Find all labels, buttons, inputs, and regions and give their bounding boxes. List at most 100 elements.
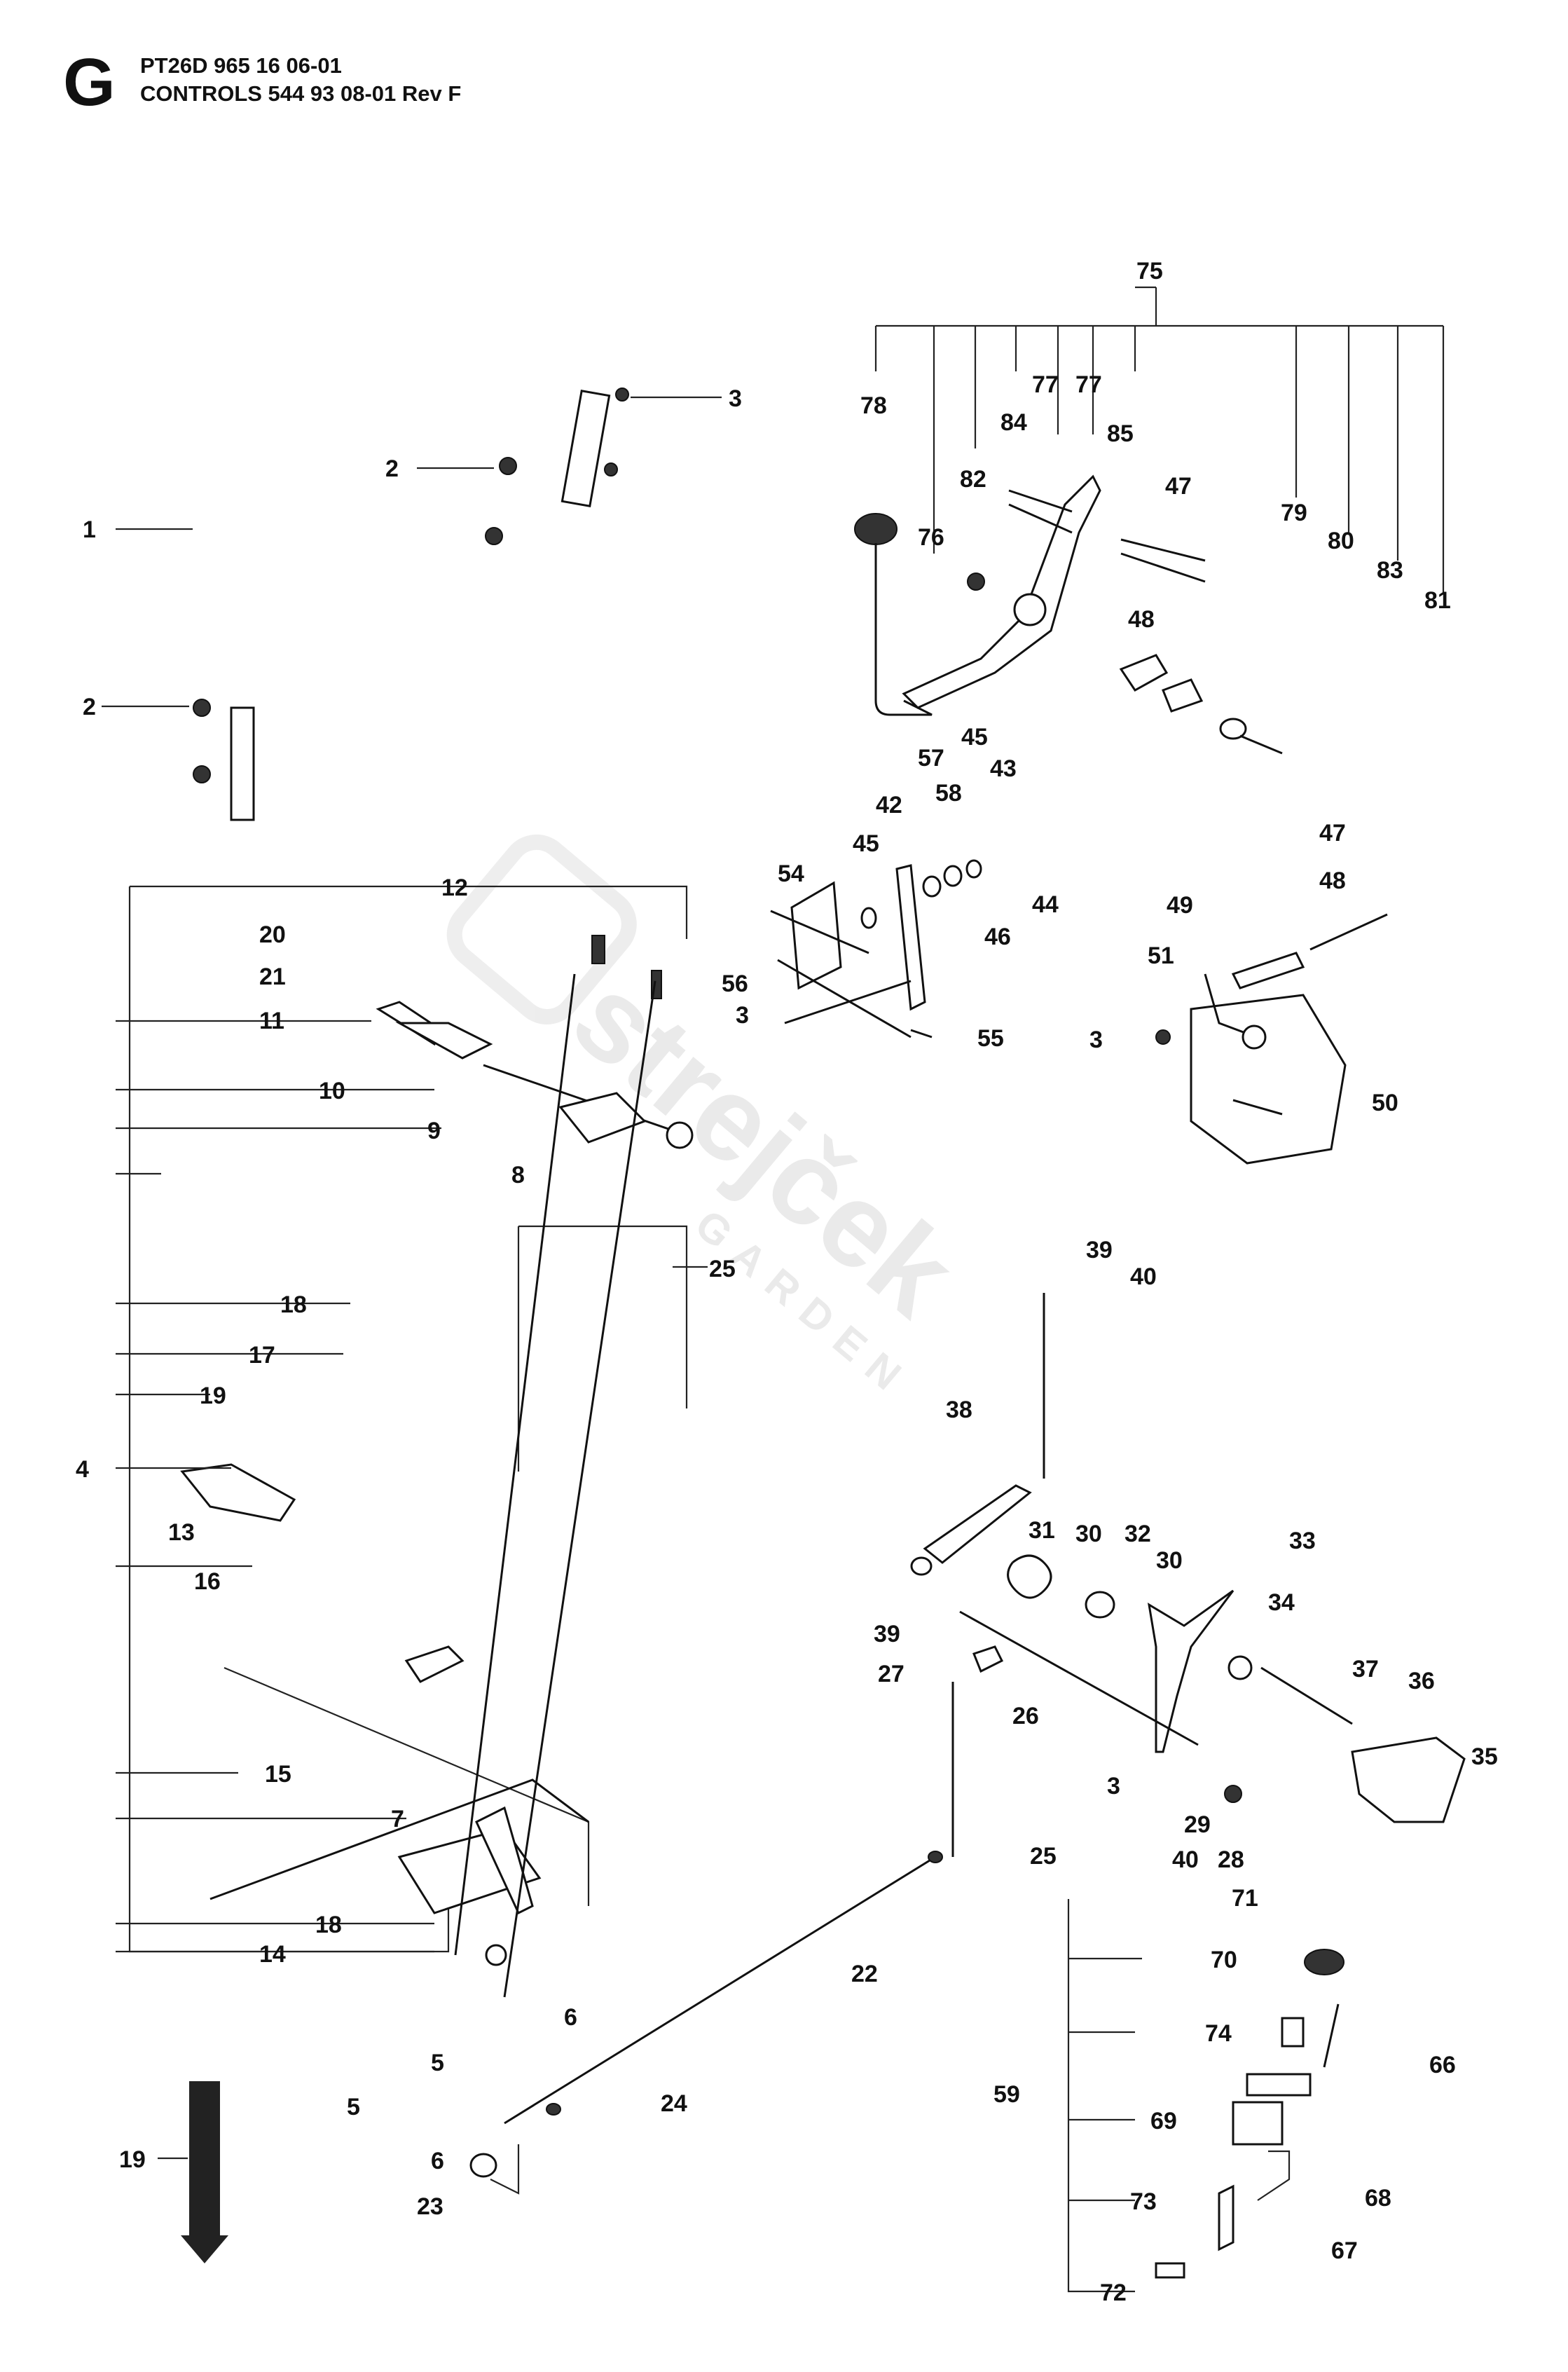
callout-47: 47: [1165, 473, 1192, 500]
callout-18: 18: [280, 1291, 307, 1318]
callout-13: 13: [168, 1519, 195, 1546]
callout-2: 2: [385, 455, 399, 482]
lever-assembly-75: [854, 287, 1445, 755]
callout-6: 6: [564, 2004, 577, 2031]
callout-34: 34: [1268, 1589, 1295, 1616]
callout-78: 78: [860, 392, 887, 419]
callout-68: 68: [1365, 2185, 1391, 2212]
callout-5: 5: [431, 2050, 444, 2076]
callout-42: 42: [876, 792, 902, 818]
callout-84: 84: [1000, 409, 1027, 436]
callout-50: 50: [1372, 1090, 1398, 1116]
diagram-title: CONTROLS 544 93 08-01 Rev F: [140, 81, 462, 106]
callout-labels: 1 2 2 3 75 78 77 77 84 85 82 47 76 79 80…: [76, 258, 1498, 2306]
callout-45: 45: [853, 830, 879, 857]
callout-21: 21: [259, 964, 286, 990]
callout-leaders: [102, 286, 1156, 1953]
callout-56: 56: [722, 971, 748, 997]
callout-69: 69: [1150, 2108, 1177, 2134]
callout-82: 82: [960, 466, 986, 493]
callout-10: 10: [319, 1078, 345, 1104]
callout-8: 8: [511, 1162, 525, 1188]
bracket-assembly-42: [770, 859, 982, 1038]
model-number: PT26D 965 16 06-01: [140, 53, 342, 78]
callout-58: 58: [935, 780, 962, 807]
linkage-assembly-29: [469, 1293, 1466, 2195]
watermark: strejček GARDEN: [446, 834, 979, 1408]
callout-26: 26: [1012, 1703, 1039, 1729]
callout-51: 51: [1148, 942, 1174, 969]
callout-72: 72: [1100, 2280, 1127, 2306]
callout-14: 14: [259, 1941, 286, 1968]
callout-32: 32: [1125, 1521, 1151, 1547]
callout-17: 17: [249, 1342, 275, 1369]
callout-47: 47: [1319, 820, 1346, 846]
callout-85: 85: [1107, 420, 1134, 447]
callout-35: 35: [1471, 1743, 1498, 1770]
callout-28: 28: [1218, 1846, 1244, 1873]
callout-73: 73: [1130, 2188, 1157, 2215]
callout-20: 20: [259, 921, 286, 948]
callout-43: 43: [990, 755, 1017, 782]
callout-22: 22: [851, 1961, 878, 1987]
callout-23: 23: [417, 2193, 443, 2220]
callout-48: 48: [1319, 868, 1346, 894]
callout-45: 45: [961, 724, 988, 750]
callout-44: 44: [1032, 891, 1059, 918]
callout-2: 2: [83, 694, 96, 720]
callout-16: 16: [194, 1568, 221, 1595]
callout-39: 39: [1086, 1237, 1113, 1263]
control-rod-assembly-4: [128, 885, 694, 1998]
callout-76: 76: [918, 524, 944, 551]
callout-7: 7: [391, 1806, 404, 1832]
callout-30: 30: [1156, 1547, 1183, 1574]
callout-48: 48: [1128, 606, 1155, 633]
callout-3: 3: [736, 1002, 749, 1029]
callout-83: 83: [1377, 557, 1403, 584]
callout-74: 74: [1205, 2020, 1232, 2047]
callout-31: 31: [1029, 1517, 1055, 1544]
callout-40: 40: [1172, 1846, 1199, 1873]
callout-40: 40: [1130, 1263, 1157, 1290]
callout-4: 4: [76, 1456, 89, 1483]
callout-19: 19: [200, 1383, 226, 1409]
spring-assembly-49: [1155, 913, 1388, 1165]
callout-37: 37: [1352, 1656, 1379, 1682]
callout-5: 5: [347, 2094, 360, 2120]
callout-55: 55: [977, 1025, 1004, 1052]
callout-27: 27: [878, 1661, 905, 1687]
callout-75: 75: [1136, 258, 1163, 284]
callout-33: 33: [1289, 1528, 1316, 1554]
callout-1: 1: [83, 516, 96, 543]
callout-29: 29: [1184, 1811, 1211, 1838]
callout-59: 59: [993, 2081, 1020, 2108]
callout-57: 57: [918, 745, 944, 772]
callout-3: 3: [1089, 1027, 1103, 1053]
callout-77: 77: [1032, 371, 1059, 398]
direction-arrow-icon: [158, 2081, 228, 2263]
callout-25: 25: [709, 1256, 736, 1282]
callout-15: 15: [265, 1761, 291, 1788]
callout-36: 36: [1408, 1668, 1435, 1694]
callout-11: 11: [259, 1008, 284, 1034]
handle-bar-assembly: [193, 287, 629, 821]
callout-46: 46: [984, 924, 1011, 950]
callout-81: 81: [1424, 587, 1451, 614]
callout-39: 39: [874, 1621, 900, 1647]
callout-54: 54: [778, 861, 804, 887]
callout-25: 25: [1030, 1843, 1057, 1870]
callout-24: 24: [661, 2090, 687, 2117]
callout-70: 70: [1211, 1947, 1237, 1973]
throttle-assembly-59: [1067, 1899, 1345, 2293]
callout-66: 66: [1429, 2052, 1456, 2078]
callout-80: 80: [1328, 528, 1354, 554]
callout-18: 18: [315, 1912, 342, 1938]
callout-30: 30: [1075, 1521, 1102, 1547]
callout-38: 38: [946, 1397, 972, 1423]
callout-12: 12: [441, 875, 468, 901]
callout-71: 71: [1232, 1885, 1258, 1912]
callout-77: 77: [1075, 371, 1102, 398]
callout-3: 3: [1107, 1773, 1120, 1799]
section-letter: G: [63, 45, 116, 120]
